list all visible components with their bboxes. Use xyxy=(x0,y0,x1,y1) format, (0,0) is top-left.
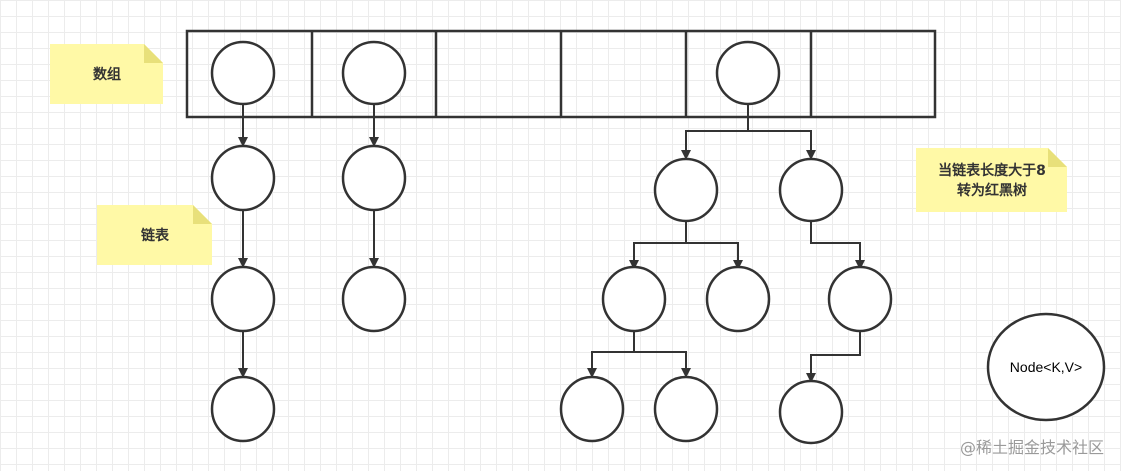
nodes xyxy=(210,40,893,445)
list-node xyxy=(341,144,407,212)
tree-node xyxy=(778,157,844,223)
bucket-node xyxy=(210,40,276,106)
legend-node-circle xyxy=(986,312,1106,422)
tree-link-arrow xyxy=(681,104,749,160)
tree-link-arrow xyxy=(806,331,861,383)
tree-node xyxy=(653,375,719,443)
tree-node xyxy=(653,157,719,223)
connectors xyxy=(238,104,865,383)
watermark: @稀土掘金技术社区 xyxy=(960,438,1104,457)
tree-note: 当链表长度大于8 转为红黑树 xyxy=(916,148,1067,212)
list-node xyxy=(210,375,276,443)
tree-node xyxy=(778,379,844,445)
tree-note-line2: 转为红黑树 xyxy=(957,182,1027,199)
list-node xyxy=(210,265,276,333)
tree-note-line1: 当链表长度大于8 xyxy=(938,162,1046,179)
bucket-array xyxy=(185,29,937,119)
tree-link-arrow xyxy=(686,242,743,270)
bucket-node xyxy=(341,40,407,106)
list-node xyxy=(341,265,407,333)
tree-node xyxy=(601,265,667,333)
tree-node xyxy=(827,265,893,333)
tree-node xyxy=(705,265,771,333)
legend-node: Node<K,V> xyxy=(986,312,1106,422)
array-note-label: 数组 xyxy=(93,66,121,83)
linked-list-note-label: 链表 xyxy=(141,227,170,244)
tree-node xyxy=(559,375,625,443)
linked-list-note: 链表 xyxy=(97,205,212,265)
tree-link-arrow xyxy=(634,351,691,378)
tree-link-arrow xyxy=(748,130,816,160)
list-node xyxy=(210,144,276,212)
tree-link-arrow xyxy=(629,221,687,270)
tree-link-arrow xyxy=(810,221,865,270)
bucket-node xyxy=(715,40,781,106)
array-note: 数组 xyxy=(50,44,163,104)
tree-link-arrow xyxy=(587,331,635,378)
legend-node-label: Node<K,V> xyxy=(1010,359,1082,375)
